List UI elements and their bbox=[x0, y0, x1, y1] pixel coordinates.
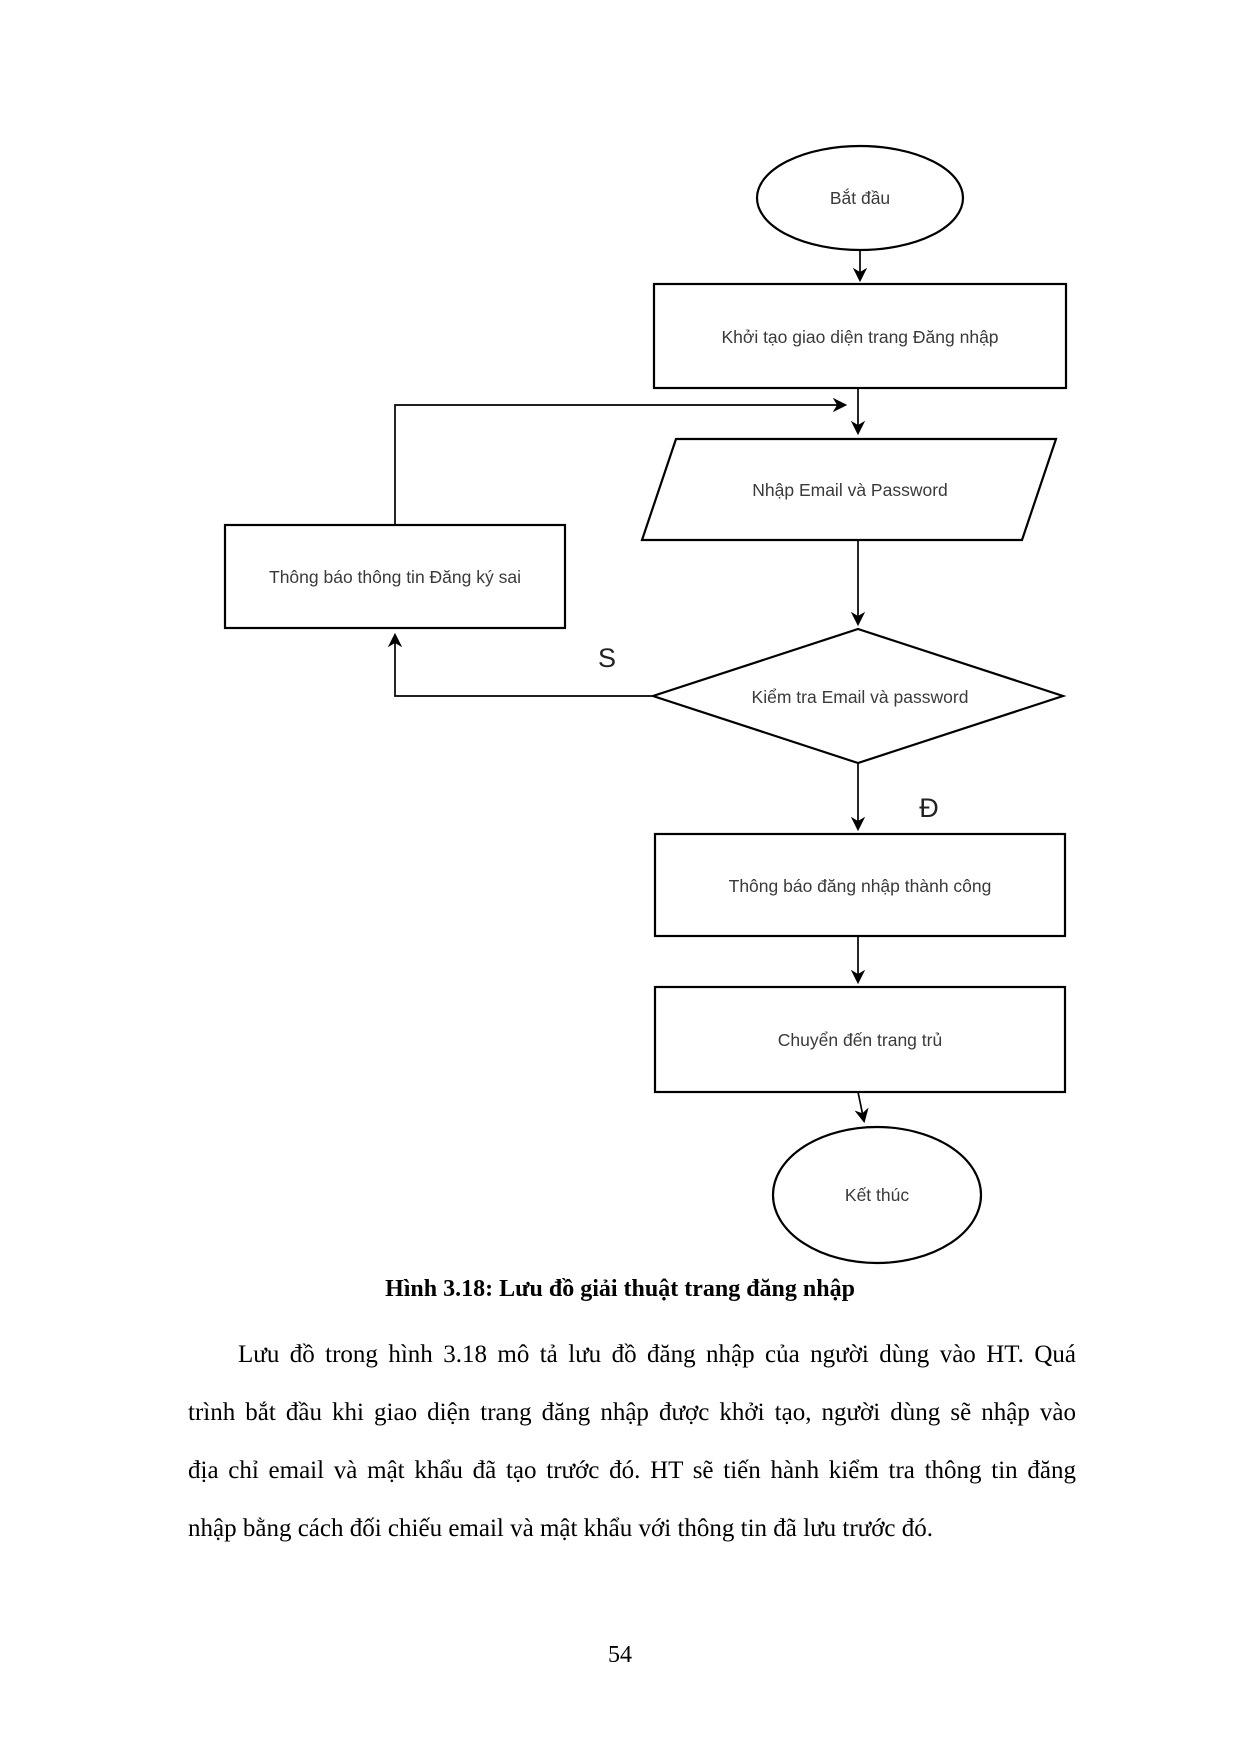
edge-check-no-to-error bbox=[387, 632, 653, 697]
branch-no-label: S bbox=[598, 643, 616, 673]
page-number: 54 bbox=[608, 1642, 632, 1668]
check-label: Kiểm tra Email và password bbox=[752, 687, 969, 707]
login-flowchart: Bắt đầu Khởi tạo giao diện trang Đăng nh… bbox=[223, 144, 1068, 1265]
edge-error-feedback bbox=[394, 397, 848, 525]
branch-yes-label: Đ bbox=[919, 793, 939, 823]
redirect-process-box bbox=[653, 985, 1067, 1094]
end-label: Kết thúc bbox=[845, 1185, 909, 1205]
body-paragraph: Lưu đồ trong hình 3.18 mô tả lưu đồ đăng… bbox=[188, 1326, 1076, 1558]
check-decision-diamond bbox=[649, 627, 1067, 765]
success-label: Thông báo đăng nhập thành công bbox=[729, 876, 992, 896]
start-label: Bắt đầu bbox=[830, 187, 890, 208]
edge-redirect-to-end bbox=[854, 1091, 869, 1124]
init-process-label: Khởi tạo giao diện trang Đăng nhập bbox=[721, 327, 998, 347]
paragraph-line: địa chỉ email và mật khẩu đã tạo trước đ… bbox=[188, 1457, 1076, 1484]
error-label: Thông báo thông tin Đăng ký sai bbox=[269, 567, 521, 587]
figure-caption: Hình 3.18: Lưu đồ giải thuật trang đăng … bbox=[385, 1276, 855, 1302]
paragraph-line: trình bắt đầu khi giao diện trang đăng n… bbox=[188, 1399, 1076, 1426]
input-label: Nhập Email và Password bbox=[752, 480, 948, 500]
init-process-box bbox=[652, 282, 1068, 390]
input-parallelogram bbox=[640, 437, 1058, 542]
paragraph-line: Lưu đồ trong hình 3.18 mô tả lưu đồ đăng… bbox=[238, 1341, 1076, 1368]
paragraph-line: nhập bằng cách đối chiếu email và mật kh… bbox=[188, 1515, 934, 1542]
redirect-label: Chuyển đến trang trủ bbox=[778, 1030, 942, 1050]
error-process-box bbox=[223, 523, 567, 630]
success-process-box bbox=[653, 832, 1067, 938]
end-terminator bbox=[771, 1125, 983, 1265]
start-terminator bbox=[755, 144, 965, 252]
